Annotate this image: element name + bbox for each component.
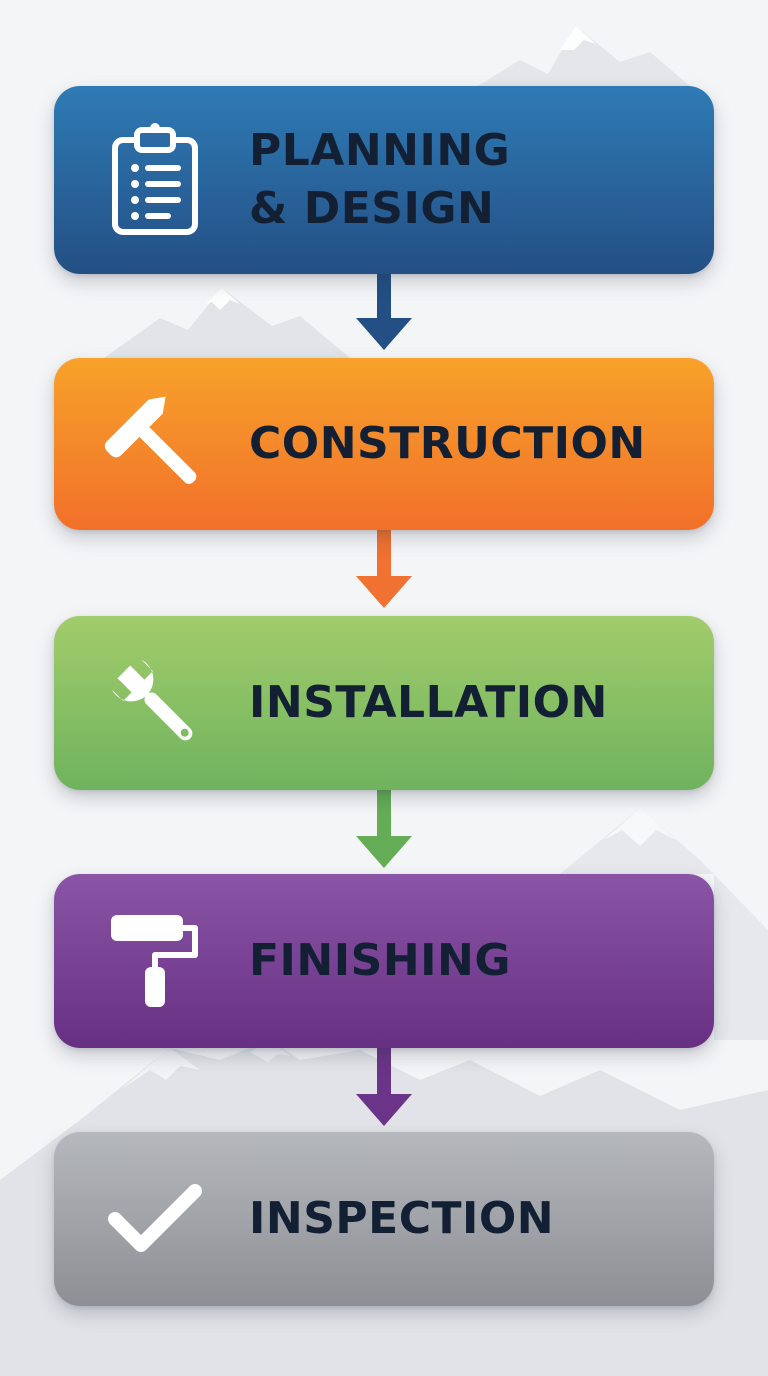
mountain-middle-left — [104, 288, 350, 358]
mountain-middle-left-snow — [206, 288, 240, 310]
step-label-installation: INSTALLATION — [249, 674, 608, 732]
step-label-inspection: INSPECTION — [249, 1190, 554, 1248]
step-label-line: INSTALLATION — [249, 677, 608, 728]
step-inspection: INSPECTION — [54, 1132, 714, 1306]
step-label-line: FINISHING — [249, 935, 511, 986]
checkmark-icon — [100, 1164, 210, 1274]
hammer-icon — [100, 389, 210, 499]
connector-arrow-installation-to-finishing — [354, 788, 414, 870]
step-label-line: & DESIGN — [249, 183, 495, 234]
mountain-bottom-range-snow — [120, 1040, 290, 1090]
wrench-icon — [100, 648, 210, 758]
mountain-top-right-snow — [560, 26, 596, 50]
step-label-planning-design: PLANNING & DESIGN — [249, 122, 510, 238]
mountain-lower-right — [560, 808, 768, 1040]
step-finishing: FINISHING — [54, 874, 714, 1048]
paint-roller-icon — [100, 906, 210, 1016]
step-planning-design: PLANNING & DESIGN — [54, 86, 714, 274]
connector-arrow-construction-to-installation — [354, 528, 414, 610]
step-label-line: INSPECTION — [249, 1193, 555, 1244]
step-label-construction: CONSTRUCTION — [249, 415, 646, 473]
connector-arrow-finishing-to-inspection — [354, 1046, 414, 1128]
connector-arrow-planning-to-construction — [354, 272, 414, 352]
step-label-finishing: FINISHING — [249, 932, 511, 990]
down-arrow-icon — [356, 1046, 412, 1126]
step-label-line: PLANNING — [249, 125, 511, 176]
clipboard-icon — [100, 123, 210, 235]
mountain-lower-right-snow — [604, 808, 676, 846]
down-arrow-icon — [356, 788, 412, 868]
mountain-top-right — [478, 26, 690, 86]
down-arrow-icon — [356, 272, 412, 350]
down-arrow-icon — [356, 528, 412, 608]
step-installation: INSTALLATION — [54, 616, 714, 790]
step-construction: CONSTRUCTION — [54, 358, 714, 530]
step-label-line: CONSTRUCTION — [249, 418, 646, 469]
